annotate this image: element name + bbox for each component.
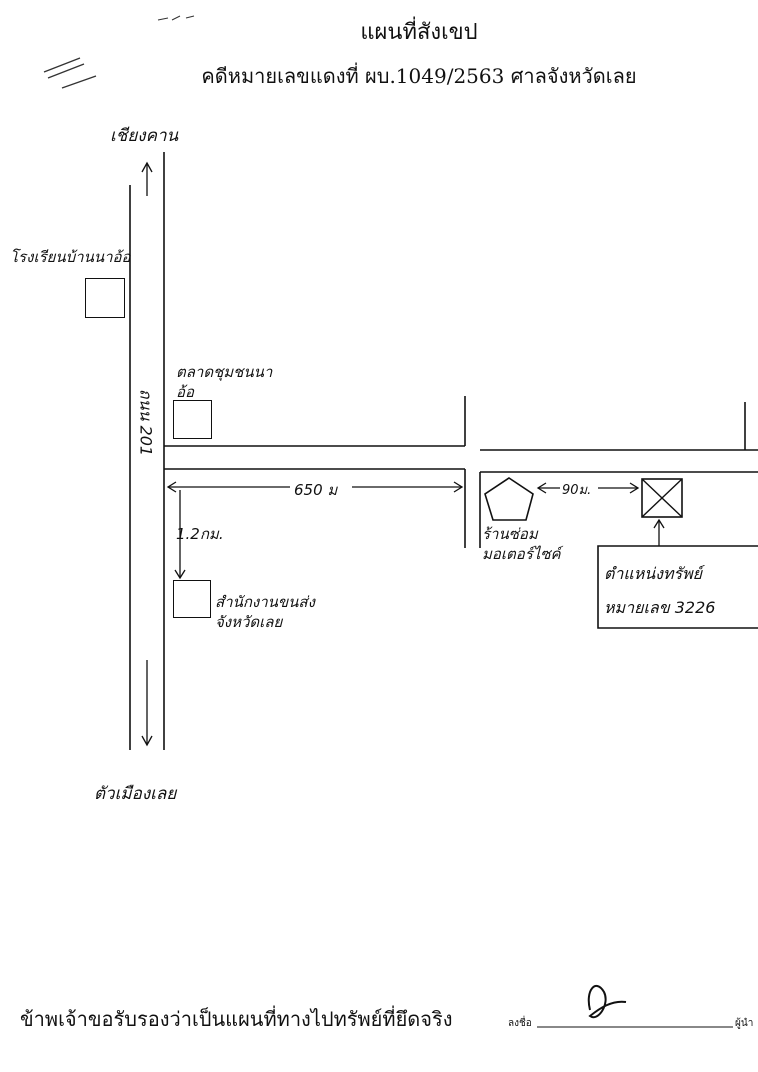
property-pointer-arrow <box>653 518 665 546</box>
distance-650-label: 650 ม <box>294 481 338 499</box>
north-arrow <box>141 161 153 196</box>
property-box <box>641 478 683 518</box>
distance-1200-arrow <box>174 490 186 580</box>
distance-90-label: 90ม. <box>562 483 592 498</box>
distance-90-arrow <box>536 482 640 494</box>
distance-650-arrow <box>166 481 464 493</box>
shop-pentagon-icon <box>484 477 534 521</box>
top-scribble <box>43 15 195 89</box>
sign-label: ลงชื่อ <box>508 1018 532 1029</box>
south-arrow <box>141 660 153 747</box>
shop-label: ร้านซ่อมมอเตอร์ไซค์ <box>482 525 561 563</box>
school-building <box>85 278 125 318</box>
office-building <box>173 580 211 618</box>
south-destination-label: ตัวเมืองเลย <box>94 784 177 804</box>
case-subtitle: คดีหมายเลขแดงที่ ผบ.1049/2563 ศาลจังหวัด… <box>201 64 637 88</box>
certification-text: ข้าพเจ้าขอรับรองว่าเป็นแผนที่ทางไปทรัพย์… <box>20 1007 453 1031</box>
office-label: สำนักงานขนส่งจังหวัดเลย <box>215 593 315 631</box>
school-label: โรงเรียนบ้านนาอ้อ <box>10 248 131 266</box>
property-x-icon <box>641 478 683 518</box>
north-destination-label: เชียงคาน <box>110 126 179 146</box>
property-label-line2: หมายเลข 3226 <box>604 598 716 617</box>
role-label: ผู้นำ <box>735 1018 754 1029</box>
property-label-line1: ตำแหน่งทรัพย์ <box>604 564 703 583</box>
signature-mark <box>587 985 627 1019</box>
market-building <box>173 400 212 439</box>
road-201-label: ถนน 201 <box>136 388 156 457</box>
property-callout-box <box>597 545 758 629</box>
distance-1200-label: 1.2กม. <box>176 525 224 543</box>
market-label: ตลาดชุมชนนาอ้อ <box>176 363 273 401</box>
page-title: แผนที่สังเขป <box>360 20 478 45</box>
